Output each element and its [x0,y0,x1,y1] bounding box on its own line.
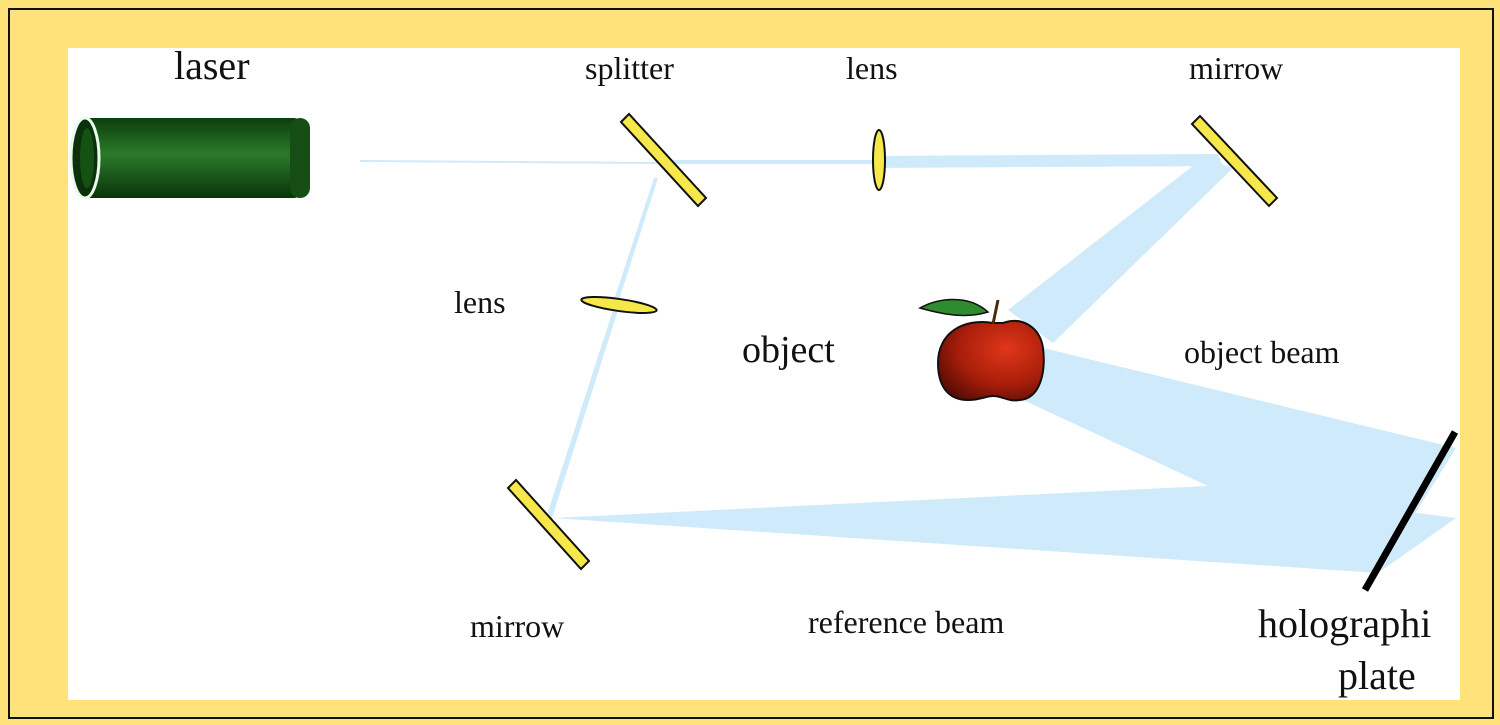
beam-mirror-to-object [1008,158,1233,343]
diagram-frame: laser splitter lens mirrow lens object o… [8,8,1494,719]
mirror-bottom-icon [506,478,591,571]
beams [360,154,1456,573]
mirror-bottom-label: mirrow [470,608,565,644]
object-beam-label: object beam [1184,334,1340,370]
laser-icon [69,116,310,200]
holographic-plate-icon [1361,430,1459,592]
diagram-panel: laser splitter lens mirrow lens object o… [68,48,1460,700]
beam-lens-to-mirror [873,154,1223,168]
beam-lens-to-mirror-down [546,310,618,518]
beam-splitter-to-lens-down [613,178,658,303]
laser-label: laser [174,48,250,88]
mirror-top-label: mirrow [1189,50,1284,86]
lens-left-icon [580,296,658,314]
lens-left-label: lens [454,284,506,320]
laser-beam [360,160,658,164]
mirror-top-icon [1190,114,1279,208]
reference-beam [553,486,1456,573]
object-label: object [742,329,835,371]
beam-splitter-to-lens [658,160,873,164]
holographic-plate-label-line2: plate [1338,653,1416,698]
holography-setup-diagram [69,112,1459,592]
holographic-plate-label-line1: holographi [1258,601,1432,646]
lens-top-label: lens [846,50,898,86]
splitter-label: splitter [585,50,674,86]
lens-top-icon [872,129,886,191]
apple-icon [918,298,1045,402]
reference-beam-label: reference beam [808,604,1005,640]
beam-splitter-icon [619,112,708,208]
